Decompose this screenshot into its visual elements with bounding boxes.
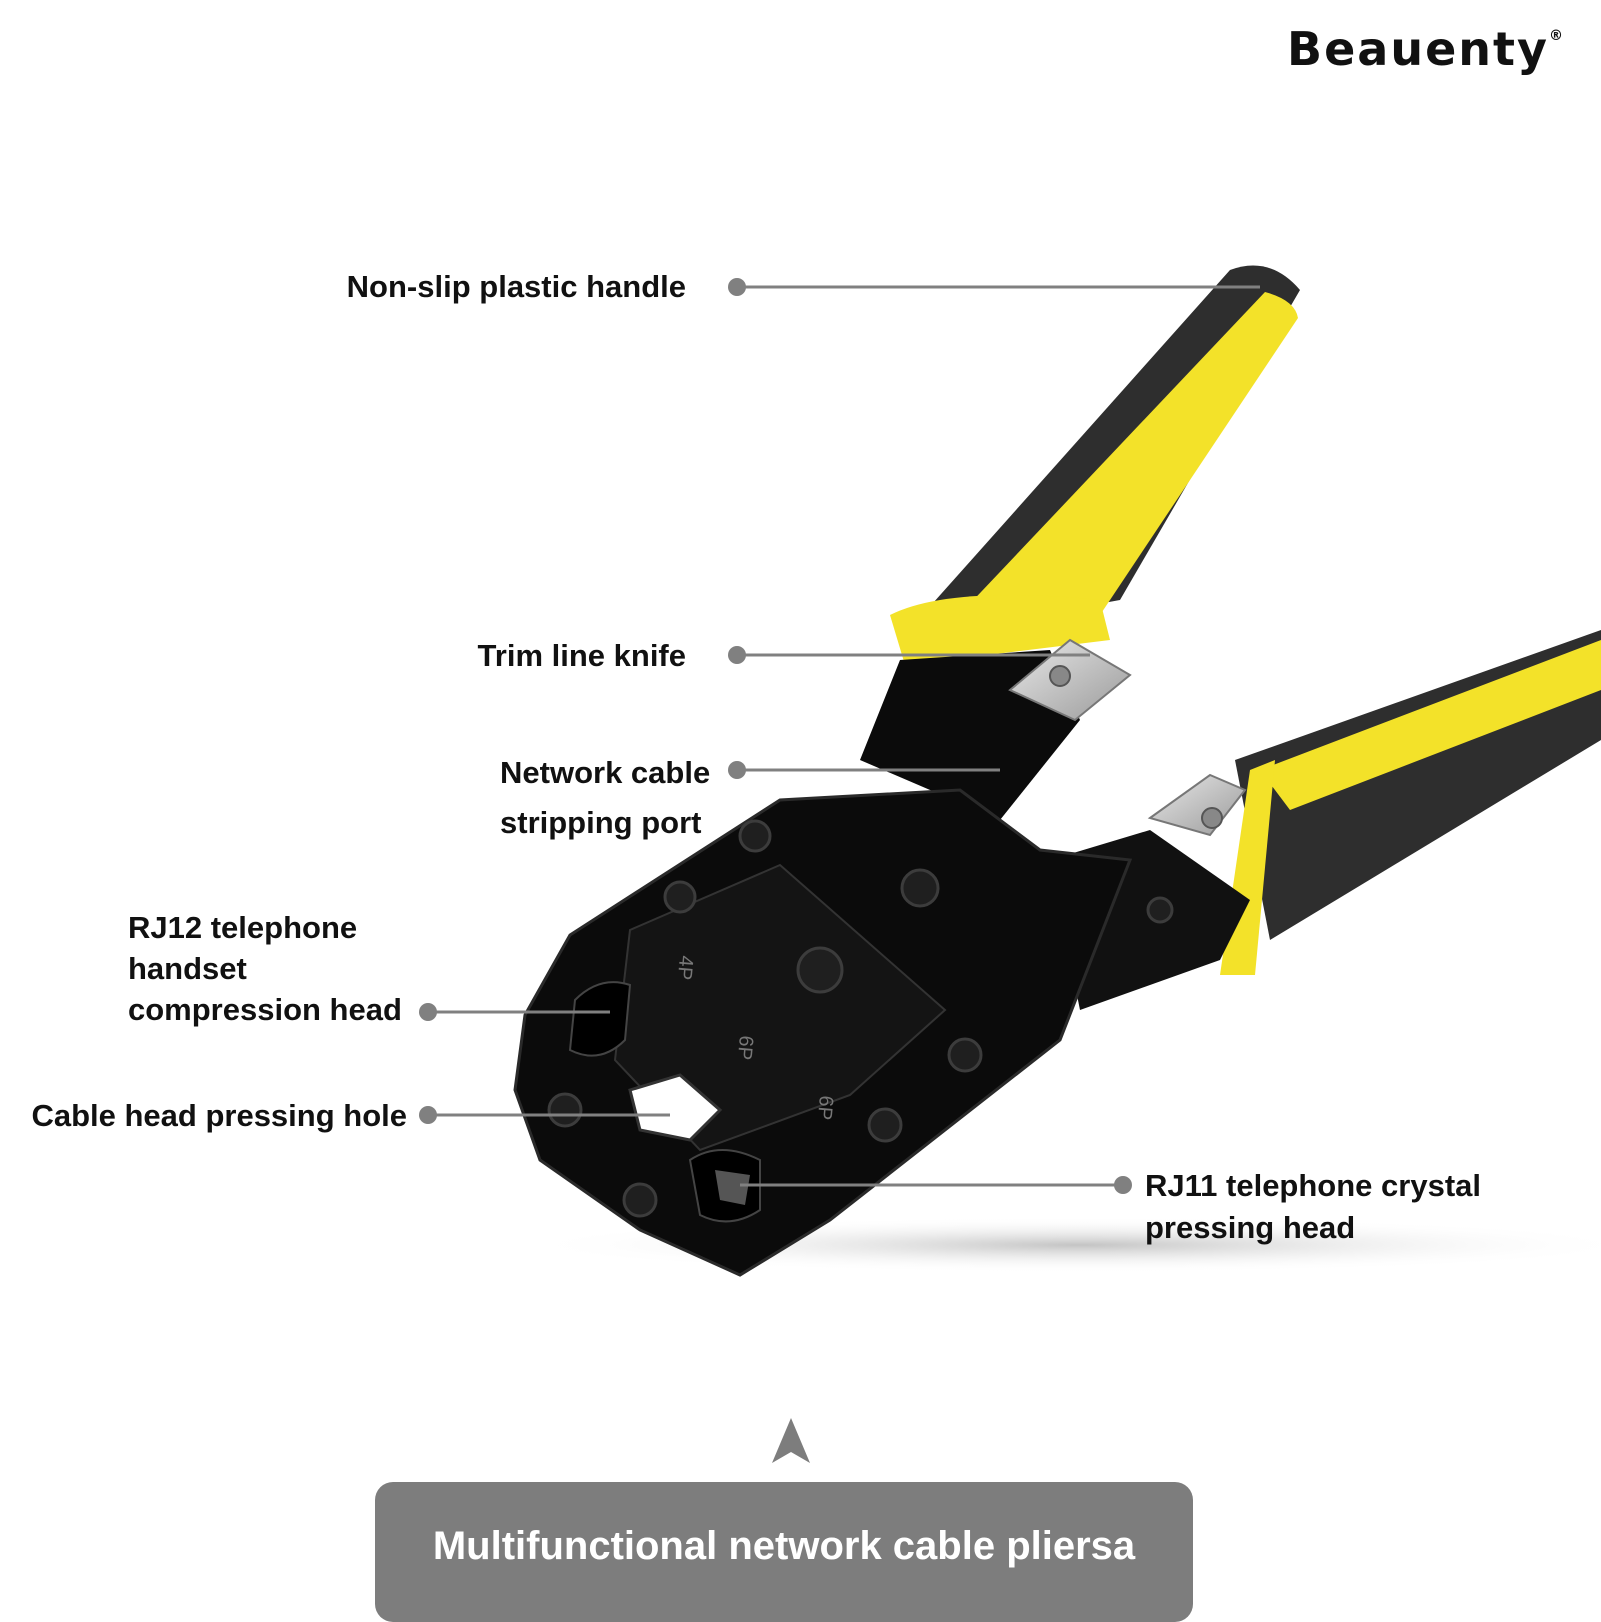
callout-rj12-head: RJ12 telephone handset compression head	[128, 910, 402, 1028]
callout-pressing-hole: Cable head pressing hole	[31, 1098, 407, 1133]
pressing-hole	[628, 1073, 723, 1142]
caption-text: Multifunctional network cable pliersa	[432, 1524, 1136, 1568]
callout-rj11-head: RJ11 telephone crystal pressing head	[1145, 1168, 1481, 1246]
up-arrow-icon	[772, 1418, 810, 1463]
lower-handle	[1220, 630, 1601, 975]
brand-name: Beauenty	[1287, 22, 1549, 76]
upper-handle	[890, 265, 1300, 665]
die-plate	[613, 863, 947, 1152]
callout-trim-line-knife: Trim line knife	[477, 638, 686, 673]
lower-blade	[1147, 773, 1247, 837]
die-mark-6p-a: 6P	[733, 1035, 757, 1061]
rj12-cavity	[568, 981, 632, 1057]
bolts	[547, 819, 1174, 1218]
caption-banner: Multifunctional network cable pliersa	[375, 1482, 1193, 1622]
registered-mark: ®	[1549, 28, 1565, 44]
callout-non-slip-handle: Non-slip plastic handle	[346, 269, 686, 304]
leader-lines	[419, 278, 1260, 1194]
callout-stripping-port: Network cable stripping port	[500, 755, 711, 840]
rj11-bits	[715, 1170, 750, 1205]
brand-logo: Beauenty®	[1287, 22, 1565, 76]
die-mark-4p: 4P	[673, 955, 697, 981]
die-mark-6p-b: 6P	[813, 1095, 837, 1121]
